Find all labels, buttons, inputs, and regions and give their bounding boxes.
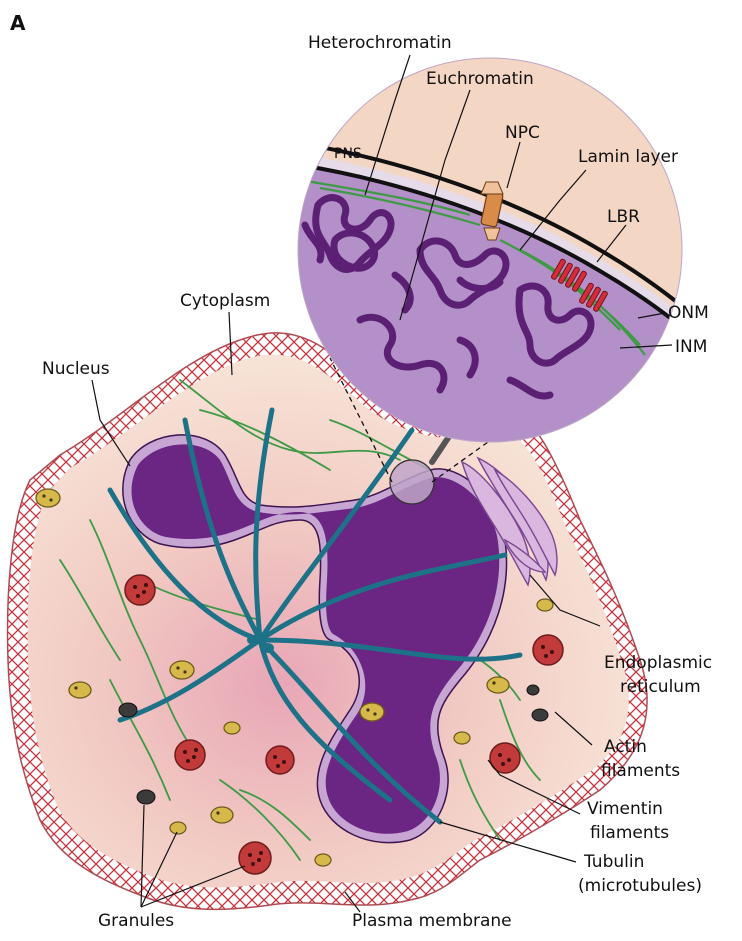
label-nucleus: Nucleus: [42, 359, 110, 379]
label-vimentin-line1: Vimentin: [587, 799, 663, 819]
granule-dark: [119, 703, 137, 717]
label-tubulin-line1: Tubulin: [583, 852, 644, 872]
granule-yellow: [487, 677, 509, 693]
label-onm: ONM: [668, 303, 709, 323]
label-euchromatin: Euchromatin: [426, 69, 534, 89]
granule-red: [266, 746, 294, 774]
label-heterochromatin: Heterochromatin: [308, 33, 452, 53]
granule-yellow: [454, 732, 470, 744]
label-inm: INM: [675, 337, 707, 357]
label-npc: NPC: [505, 123, 540, 143]
label-lamin-layer: Lamin layer: [578, 147, 678, 167]
label-tubulin-line2: (microtubules): [578, 876, 702, 896]
granule-yellow: [224, 722, 240, 734]
label-plasma-membrane: Plasma membrane: [352, 911, 512, 931]
panel-label: A: [10, 11, 26, 35]
label-vimentin-line2: filaments: [590, 823, 669, 843]
granule-yellow: [211, 807, 233, 823]
granule-dark: [137, 790, 155, 804]
label-granules: Granules: [98, 911, 174, 931]
granule-red: [239, 842, 271, 874]
granule-red: [175, 740, 205, 770]
granule-red: [533, 635, 563, 665]
magnification-region: [390, 460, 434, 504]
label-lbr: LBR: [607, 207, 640, 227]
label-actin-line2: filaments: [601, 761, 680, 781]
granule-dark: [527, 685, 539, 695]
label-er-line1: Endoplasmic: [604, 653, 712, 673]
granule-yellow: [170, 661, 194, 679]
granule-yellow: [537, 599, 553, 611]
label-cytoplasm: Cytoplasm: [180, 291, 270, 311]
granule-yellow: [36, 489, 60, 507]
granule-yellow: [315, 854, 331, 866]
granule-yellow: [170, 822, 186, 834]
label-actin-line1: Actin: [604, 737, 647, 757]
label-er-line2: reticulum: [620, 677, 701, 697]
granule-yellow: [69, 682, 91, 698]
granule-dark: [532, 709, 548, 721]
label-pns: PNS: [334, 146, 362, 162]
granule-yellow: [360, 703, 384, 721]
granule-red: [125, 575, 155, 605]
